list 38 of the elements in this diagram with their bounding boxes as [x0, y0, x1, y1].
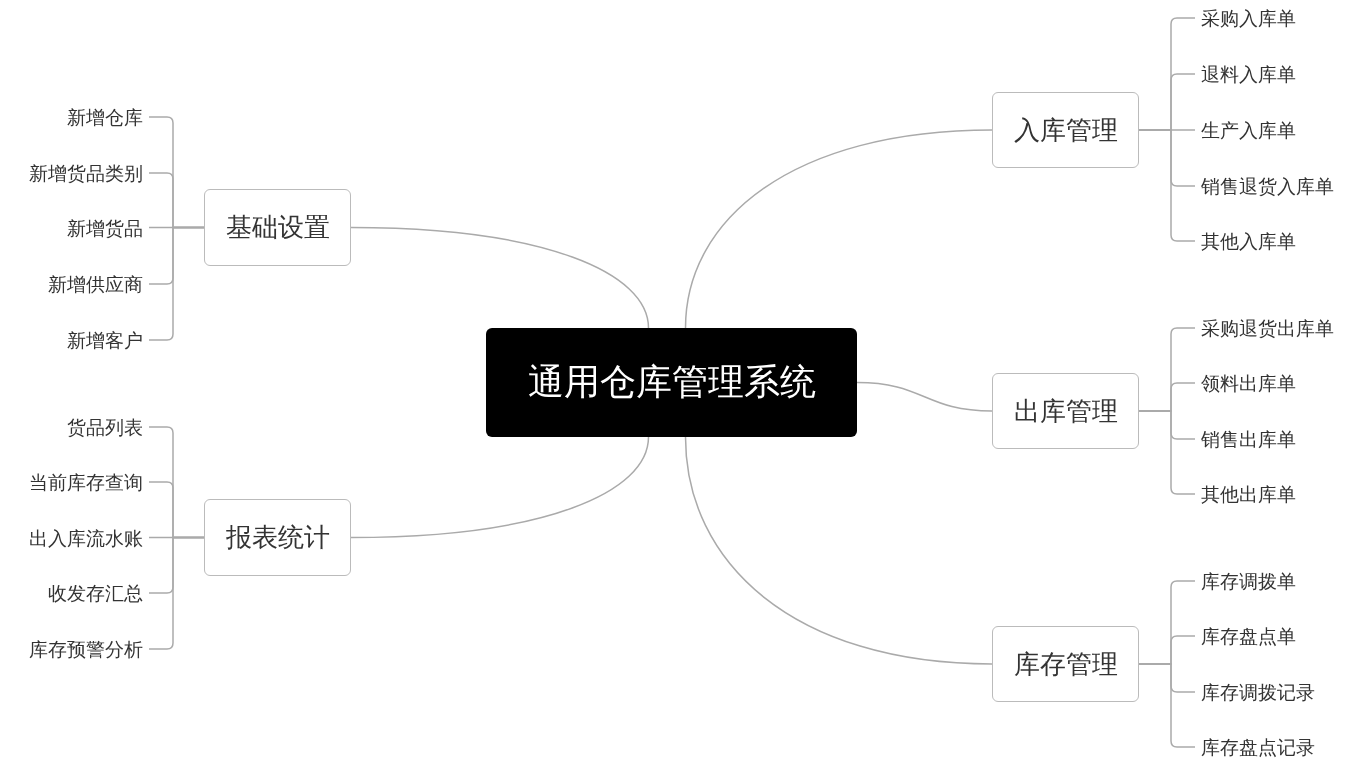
- subtopic-text: 新增客户: [67, 327, 143, 353]
- subtopic-text: 领料出库单: [1201, 370, 1296, 396]
- subtopic-text: 其他出库单: [1201, 481, 1296, 507]
- curved-connector: [856, 381, 993, 412]
- branch-topic-box: 报表统计: [204, 499, 351, 576]
- subtopic-text: 库存盘点记录: [1201, 734, 1315, 760]
- branch-topic-box: 入库管理: [992, 92, 1139, 168]
- bracket-connector: [148, 536, 205, 650]
- curved-connector: [350, 436, 650, 539]
- subtopic-text: 退料入库单: [1201, 61, 1296, 87]
- subtopic-text: 其他入库单: [1201, 228, 1296, 254]
- bracket-connector: [148, 226, 205, 341]
- subtopic-text: 采购退货出库单: [1201, 315, 1334, 341]
- subtopic-text: 新增货品类别: [29, 160, 143, 186]
- subtopic-text: 当前库存查询: [29, 469, 143, 495]
- subtopic-text: 库存预警分析: [29, 636, 143, 662]
- central-topic-box: 通用仓库管理系统: [486, 328, 857, 437]
- subtopic-text: 生产入库单: [1201, 117, 1296, 143]
- subtopic-text: 销售退货入库单: [1201, 173, 1334, 199]
- subtopic-text: 库存调拨记录: [1201, 679, 1315, 705]
- subtopic-text: 收发存汇总: [48, 580, 143, 606]
- subtopic-text: 销售出库单: [1201, 426, 1296, 452]
- subtopic-text: 库存盘点单: [1201, 623, 1296, 649]
- branch-topic-box: 出库管理: [992, 373, 1139, 449]
- subtopic-text: 新增仓库: [67, 104, 143, 130]
- subtopic-text: 货品列表: [67, 414, 143, 440]
- subtopic-text: 采购入库单: [1201, 5, 1296, 31]
- bracket-connector: [1138, 663, 1196, 748]
- subtopic-text: 新增供应商: [48, 271, 143, 297]
- subtopic-text: 新增货品: [67, 215, 143, 241]
- bracket-connector: [1138, 410, 1196, 495]
- curved-connector: [684, 129, 993, 329]
- curved-connector: [684, 436, 993, 665]
- subtopic-text: 出入库流水账: [29, 525, 143, 551]
- branch-topic-box: 基础设置: [204, 189, 351, 266]
- subtopic-text: 库存调拨单: [1201, 568, 1296, 594]
- curved-connector: [350, 226, 650, 329]
- branch-topic-box: 库存管理: [992, 626, 1139, 702]
